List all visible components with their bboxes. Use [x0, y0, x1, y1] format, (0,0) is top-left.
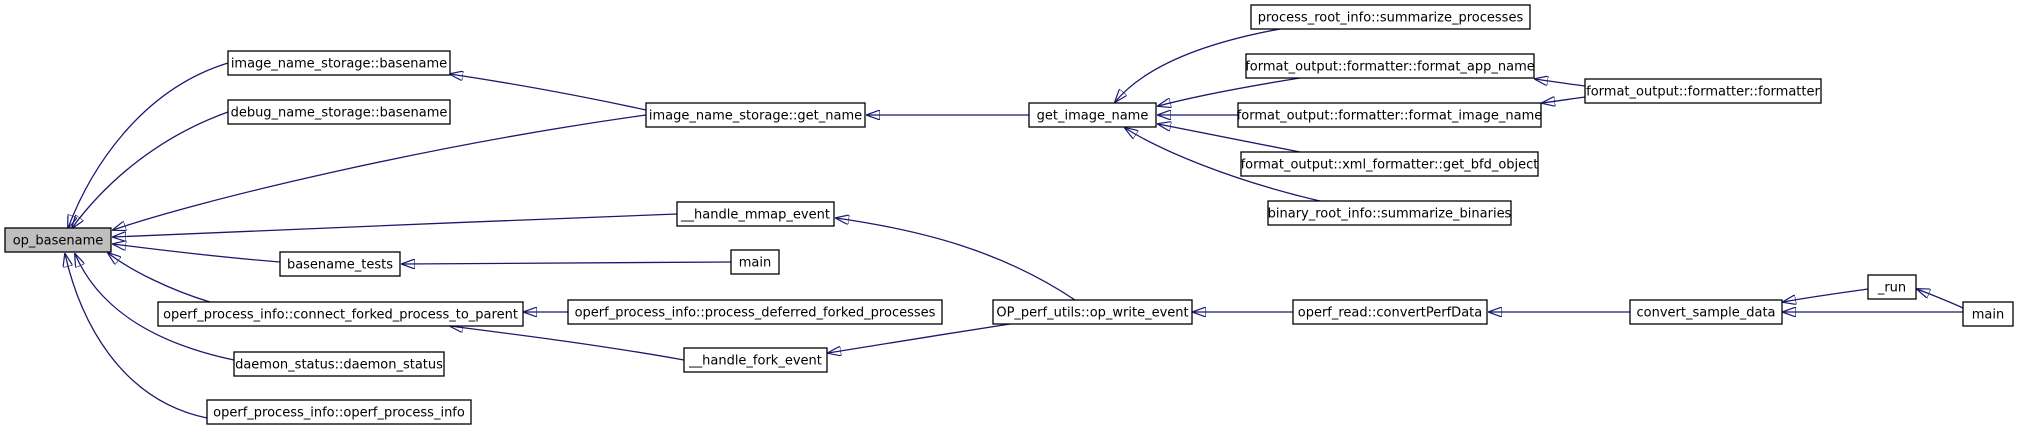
node-opi_ctor[interactable]: operf_process_info::operf_process_info: [206, 399, 472, 425]
node-box: [233, 351, 445, 377]
node-label: format_output::formatter::format_image_n…: [1237, 109, 1543, 124]
edge-ins_basename-to-op_basename: [68, 62, 229, 228]
node-label: process_root_info::summarize_processes: [1258, 11, 1524, 26]
node-label: basename_tests: [287, 258, 393, 273]
edge-opi_connect-to-op_basename: [108, 253, 211, 303]
node-box: [227, 50, 451, 76]
node-label: OP_perf_utils::op_write_event: [996, 306, 1188, 321]
node-box: [1250, 4, 1531, 30]
node-label: convert_sample_data: [1636, 306, 1775, 321]
node-label: _run: [1877, 281, 1906, 296]
node-op_write_event[interactable]: OP_perf_utils::op_write_event: [992, 299, 1193, 325]
node-label: main: [739, 256, 771, 271]
node-box: [279, 251, 401, 277]
node-box: [567, 299, 943, 325]
edge-ins_get_name-to-op_basename: [113, 114, 647, 230]
node-box: [157, 301, 524, 327]
edge-run-to-convert_sample: [1783, 288, 1869, 302]
node-label: daemon_status::daemon_status: [235, 358, 443, 373]
node-convert_sample[interactable]: convert_sample_data: [1629, 299, 1783, 325]
node-label: operf_read::convertPerfData: [1298, 306, 1482, 321]
node-box: [1245, 53, 1535, 79]
node-box: [645, 102, 866, 128]
node-basename_tests[interactable]: basename_tests: [279, 251, 401, 277]
node-box: [1028, 102, 1157, 128]
node-label: get_image_name: [1037, 109, 1149, 124]
node-opi_connect[interactable]: operf_process_info::connect_forked_proce…: [157, 301, 524, 327]
node-box: [1962, 301, 2014, 327]
node-label: operf_process_info::operf_process_info: [213, 406, 465, 421]
node-handle_mmap[interactable]: __handle_mmap_event: [676, 201, 835, 227]
node-label: operf_process_info::connect_forked_proce…: [163, 308, 518, 323]
node-box: [1237, 102, 1542, 128]
node-box: [1292, 299, 1488, 325]
node-box: [1240, 151, 1539, 177]
edge-op_write_event-to-handle_fork: [828, 323, 1011, 353]
edge-basename_tests-to-op_basename: [113, 244, 281, 263]
nodes-layer: op_basename image_name_storage::basenamed…: [4, 4, 2014, 425]
node-xml_get_bfd[interactable]: format_output::xml_formatter::get_bfd_ob…: [1240, 151, 1539, 177]
node-label: format_output::xml_formatter::get_bfd_ob…: [1241, 158, 1539, 173]
edge-main2-to-run: [1917, 289, 1964, 309]
edge-fmt_formatter-to-fmt_app_name: [1535, 79, 1586, 87]
node-box: [227, 99, 451, 125]
node-fmt_image_name[interactable]: format_output::formatter::format_image_n…: [1237, 102, 1543, 128]
edge-dns_basename-to-op_basename: [72, 111, 229, 228]
node-label: image_name_storage::get_name: [649, 109, 862, 124]
edges-layer: [65, 28, 1964, 419]
edge-handle_fork-to-opi_connect: [450, 326, 685, 361]
edge-handle_mmap-to-op_basename: [113, 213, 678, 237]
node-box: [683, 347, 828, 373]
node-label: __handle_fork_event: [688, 354, 822, 369]
edge-opi_ctor-to-op_basename: [65, 254, 208, 419]
node-box: [730, 249, 780, 275]
node-box: [676, 201, 835, 227]
node-opi_deferred[interactable]: operf_process_info::process_deferred_for…: [567, 299, 943, 325]
edge-ins_get_name-to-ins_basename: [450, 74, 647, 111]
node-box: [1584, 78, 1822, 104]
edge-pri_summarize-to-get_image_name: [1115, 28, 1281, 102]
node-box: [206, 399, 472, 425]
node-label: operf_process_info::process_deferred_for…: [575, 306, 936, 321]
edge-fmt_formatter-to-fmt_image_name: [1542, 96, 1586, 103]
node-pri_summarize[interactable]: process_root_info::summarize_processes: [1250, 4, 1531, 30]
node-label: main: [1972, 308, 2004, 323]
node-label: op_basename: [13, 234, 104, 249]
node-bri_summarize[interactable]: binary_root_info::summarize_binaries: [1267, 200, 1512, 226]
node-get_image_name[interactable]: get_image_name: [1028, 102, 1157, 128]
edge-bri_summarize-to-get_image_name: [1125, 128, 1321, 202]
edge-main1-to-basename_tests: [402, 262, 732, 264]
node-fmt_formatter[interactable]: format_output::formatter::formatter: [1584, 78, 1822, 104]
node-box: [4, 227, 112, 253]
node-label: image_name_storage::basename: [231, 57, 447, 72]
node-label: format_output::formatter::format_app_nam…: [1245, 60, 1535, 75]
node-label: binary_root_info::summarize_binaries: [1268, 207, 1512, 222]
node-run[interactable]: _run: [1867, 274, 1917, 300]
node-label: __handle_mmap_event: [680, 208, 830, 223]
node-daemon_status[interactable]: daemon_status::daemon_status: [233, 351, 445, 377]
node-fmt_app_name[interactable]: format_output::formatter::format_app_nam…: [1245, 53, 1535, 79]
edge-op_write_event-to-handle_mmap: [836, 218, 1076, 301]
node-box: [1867, 274, 1917, 300]
edge-daemon_status-to-op_basename: [75, 254, 235, 361]
node-handle_fork[interactable]: __handle_fork_event: [683, 347, 828, 373]
edge-xml_get_bfd-to-get_image_name: [1158, 124, 1301, 153]
node-box: [992, 299, 1193, 325]
node-main2[interactable]: main: [1962, 301, 2014, 327]
node-label: format_output::formatter::formatter: [1586, 85, 1820, 100]
edge-fmt_app_name-to-get_image_name: [1158, 77, 1301, 106]
node-convert_perf[interactable]: operf_read::convertPerfData: [1292, 299, 1488, 325]
node-box: [1629, 299, 1783, 325]
node-main1[interactable]: main: [730, 249, 780, 275]
node-label: debug_name_storage::basename: [231, 106, 448, 121]
node-ins_basename[interactable]: image_name_storage::basename: [227, 50, 451, 76]
node-ins_get_name[interactable]: image_name_storage::get_name: [645, 102, 866, 128]
node-op_basename[interactable]: op_basename: [4, 227, 112, 253]
node-dns_basename[interactable]: debug_name_storage::basename: [227, 99, 451, 125]
node-box: [1267, 200, 1512, 226]
